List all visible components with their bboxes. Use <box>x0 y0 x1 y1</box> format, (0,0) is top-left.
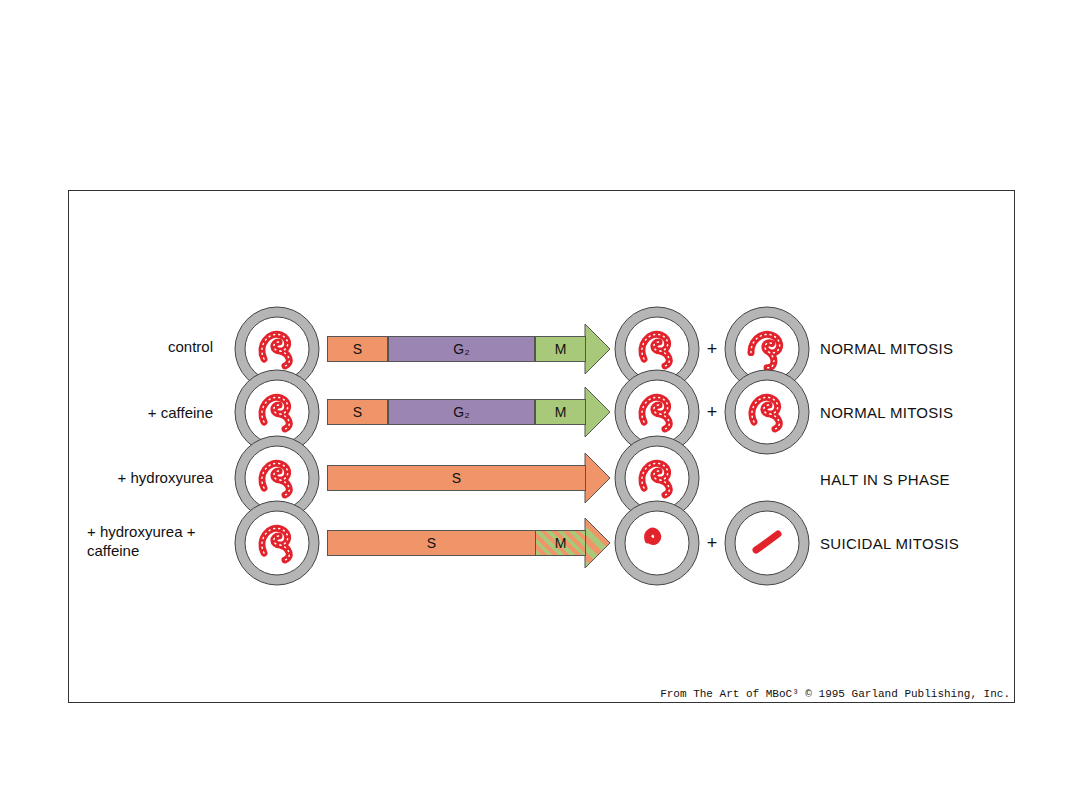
plus-sign: + <box>707 534 718 553</box>
phase-segment: S <box>327 530 536 556</box>
cell-fragmented <box>725 501 809 585</box>
arrow-head <box>585 387 610 437</box>
phase-label: G₂ <box>453 404 469 420</box>
phase-segment: S <box>327 399 388 425</box>
phase-label: S <box>427 535 436 551</box>
arrow-head <box>585 453 610 503</box>
treatment-label: + caffeine <box>148 403 213 422</box>
outcome-label: HALT IN S PHASE <box>820 470 950 489</box>
arrow-head <box>585 324 610 374</box>
phase-label: M <box>555 404 567 420</box>
phase-label: S <box>452 470 461 486</box>
phase-label: M <box>555 535 567 551</box>
arrow-head <box>585 518 610 568</box>
phase-segment: M <box>535 399 586 425</box>
plus-sign: + <box>707 340 718 359</box>
treatment-label: + hydroxyurea <box>118 468 213 487</box>
figure-frame <box>69 191 1015 703</box>
outcome-label: SUICIDAL MITOSIS <box>820 534 959 553</box>
copyright-note: From The Art of MBoC³ © 1995 Garland Pub… <box>660 685 1010 704</box>
treatment-label: + hydroxyurea + caffeine <box>87 522 219 560</box>
treatment-label: control <box>168 337 213 356</box>
outcome-label: NORMAL MITOSIS <box>820 403 953 422</box>
cell <box>725 370 809 454</box>
phase-segment: M <box>535 530 586 556</box>
outcome-label: NORMAL MITOSIS <box>820 339 953 358</box>
cell <box>235 501 319 585</box>
phase-label: S <box>353 404 362 420</box>
phase-label: M <box>555 341 567 357</box>
phase-segment: S <box>327 336 388 362</box>
phase-segment: S <box>327 465 586 491</box>
phase-label: S <box>353 341 362 357</box>
plus-sign: + <box>707 403 718 422</box>
phase-segment: G₂ <box>388 336 535 362</box>
phase-label: G₂ <box>453 341 469 357</box>
phase-segment: G₂ <box>388 399 535 425</box>
phase-segment: M <box>535 336 586 362</box>
cell-fragmented <box>615 501 699 585</box>
